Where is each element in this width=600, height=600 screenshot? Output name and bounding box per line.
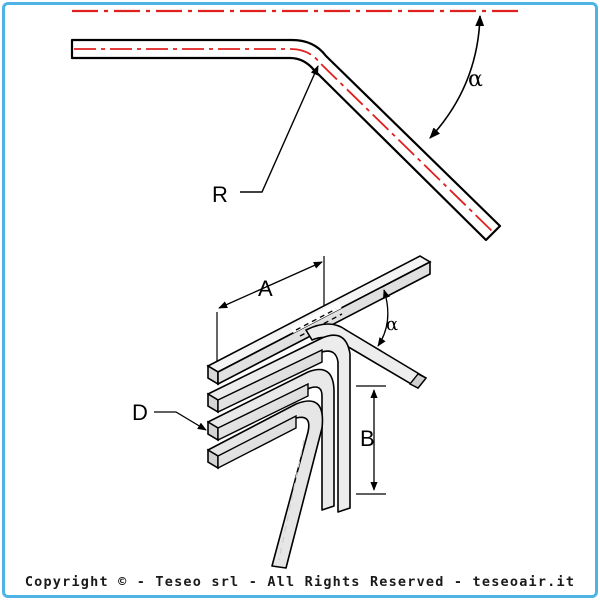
top-bent-tube-figure: α R bbox=[70, 9, 522, 242]
dimension-b-label: B bbox=[360, 426, 375, 451]
rod-2 bbox=[207, 334, 351, 513]
angle-label: α bbox=[468, 67, 483, 92]
rod-4 bbox=[207, 400, 324, 569]
bend-angle-arc bbox=[377, 289, 390, 347]
radius-leader-line bbox=[240, 65, 319, 193]
diameter-leader-line bbox=[154, 411, 207, 431]
dimension-a-label: A bbox=[258, 276, 273, 301]
bent-tube-body bbox=[70, 38, 502, 242]
bend-angle-label: α bbox=[386, 314, 398, 335]
diameter-label: D bbox=[132, 400, 148, 425]
tube-center-line bbox=[74, 48, 495, 234]
rod-1 bbox=[206, 255, 432, 389]
bottom-rod-figure: A α bbox=[132, 255, 432, 569]
copyright-footer: Copyright © - Teseo srl - All Rights Res… bbox=[24, 574, 576, 590]
dimension-a-line bbox=[218, 261, 323, 309]
radius-label: R bbox=[212, 182, 228, 207]
angle-dimension-arc bbox=[429, 14, 485, 139]
rod-3 bbox=[207, 368, 335, 511]
